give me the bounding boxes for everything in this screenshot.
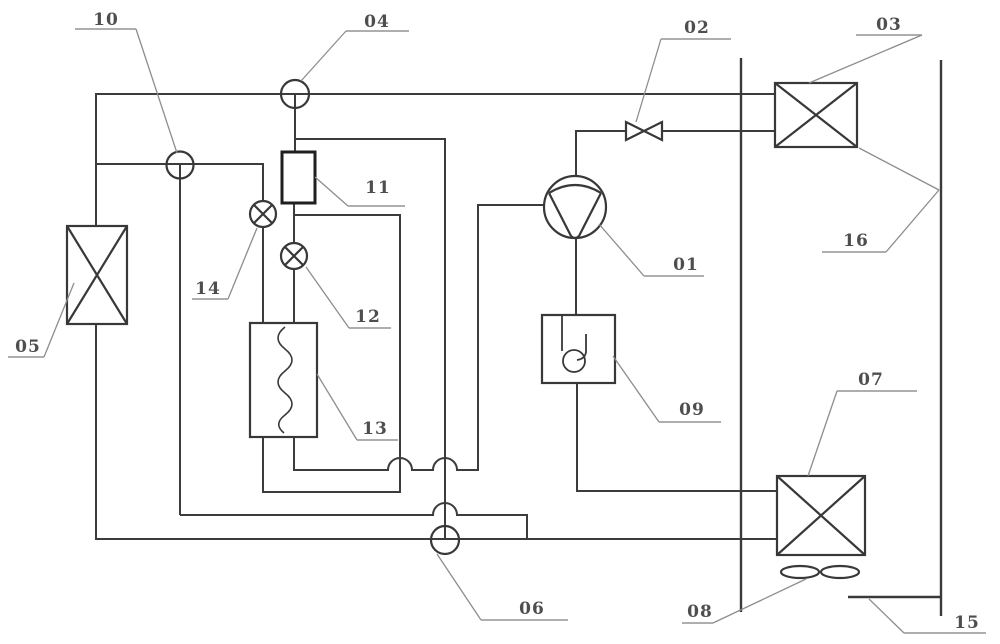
component-05-crossed-box: [65, 224, 129, 326]
label-06: 06: [436, 553, 568, 621]
component-08-fan: [779, 564, 861, 580]
component-03-crossed-box: [773, 81, 859, 149]
label-02: 02: [635, 18, 731, 123]
label-09-text: 09: [679, 400, 705, 420]
label-01-text: 01: [673, 255, 699, 275]
label-15: 15: [868, 598, 986, 634]
pipe-suction: [293, 204, 544, 471]
label-16-text: 16: [843, 231, 869, 251]
label-07: 07: [807, 370, 917, 477]
label-04-text: 04: [364, 12, 390, 32]
pipe-branch-to-device06: [295, 138, 446, 539]
label-12: 12: [305, 266, 391, 329]
component-14-valve: [248, 199, 278, 229]
callout-labels: 10 04 02 03 05 11 14: [8, 10, 986, 634]
label-10: 10: [75, 10, 178, 154]
label-04: 04: [300, 12, 409, 82]
pipe-return-515: [180, 502, 528, 539]
pipe-bottom-main: [95, 324, 777, 540]
component-09-accumulator: [540, 313, 617, 385]
component-06-circle: [429, 524, 461, 556]
label-03: 03: [808, 15, 923, 84]
label-11: 11: [314, 176, 405, 207]
label-05-text: 05: [15, 337, 41, 357]
enclosure-lines: [739, 58, 943, 616]
label-14: 14: [192, 227, 258, 300]
pipe-top: [95, 93, 775, 226]
component-10-circle: [165, 150, 195, 180]
component-13-coil-box: [248, 321, 319, 439]
pipes: [95, 93, 777, 540]
component-01-compressor: [542, 174, 608, 240]
component-04-circle: [279, 78, 311, 110]
label-03-text: 03: [876, 15, 902, 35]
component-07-crossed-box: [775, 474, 867, 557]
hx03-wall-tie-line: [858, 147, 940, 191]
label-13-text: 13: [362, 419, 388, 439]
label-12-text: 12: [355, 307, 381, 327]
pipe-discharge: [575, 130, 626, 177]
label-15-text: 15: [954, 613, 980, 633]
label-09: 09: [612, 355, 721, 423]
label-14-text: 14: [195, 279, 221, 299]
component-11-rectangle: [280, 150, 317, 205]
label-16: 16: [822, 189, 940, 253]
label-02-text: 02: [684, 18, 710, 38]
pipe-device10-line: [96, 163, 264, 201]
label-10-text: 10: [93, 10, 119, 30]
component-12-valve: [279, 241, 309, 271]
label-11-text: 11: [365, 178, 391, 198]
label-07-text: 07: [858, 370, 884, 390]
label-05: 05: [8, 282, 75, 358]
label-13: 13: [316, 373, 398, 441]
label-01: 01: [598, 223, 704, 277]
label-08: 08: [682, 578, 807, 624]
label-08-text: 08: [687, 602, 713, 622]
pipe-accumulator-to-hx07: [576, 383, 777, 492]
pipe-bypass-loop: [262, 214, 401, 493]
label-06-text: 06: [519, 599, 545, 619]
component-02-valve: [624, 120, 664, 142]
